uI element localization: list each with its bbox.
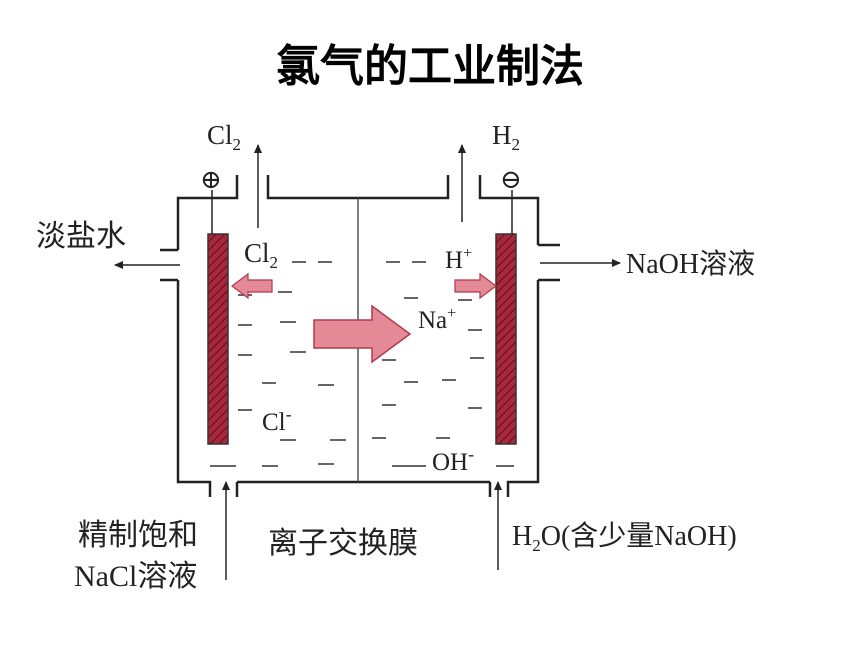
h-plus-label: H+ — [445, 245, 472, 274]
oh-minus-label: OH- — [432, 444, 474, 476]
anode-electrode — [207, 233, 229, 445]
inlet-right-label: H2O(含少量NaOH) — [512, 520, 737, 555]
right-wall-upper — [478, 175, 540, 245]
right-wall-lower — [506, 280, 540, 497]
outlet-right-label: NaOH溶液 — [626, 248, 755, 280]
membrane-label: 离子交换膜 — [268, 527, 418, 560]
h-plus-arrow — [454, 272, 497, 300]
anode-sign: ⊕ — [200, 165, 222, 194]
cl2-inner-arrow — [231, 272, 273, 300]
cell-walls — [160, 175, 560, 497]
cathode-electrode — [495, 233, 517, 445]
outlet-left-label: 淡盐水 — [36, 220, 126, 253]
cl2-top-label: Cl2 — [207, 120, 241, 154]
inlet-left-label-line2: NaCl溶液 — [74, 560, 197, 593]
cl-minus-label: Cl- — [262, 404, 292, 436]
na-plus-label: Na+ — [418, 305, 456, 334]
cathode-sign: ⊖ — [500, 165, 522, 194]
left-wall-lower — [176, 280, 212, 497]
top-lid — [266, 175, 450, 200]
h2-top-label: H2 — [492, 120, 520, 154]
inlet-left-label-line1: 精制饱和 — [78, 519, 198, 552]
liquid-dashes — [210, 261, 514, 467]
left-wall-upper — [176, 175, 239, 250]
page-title: 氯气的工业制法 — [276, 41, 584, 92]
na-plus-migration-arrow — [313, 304, 412, 364]
cl2-inner-label: Cl2 — [244, 238, 278, 272]
